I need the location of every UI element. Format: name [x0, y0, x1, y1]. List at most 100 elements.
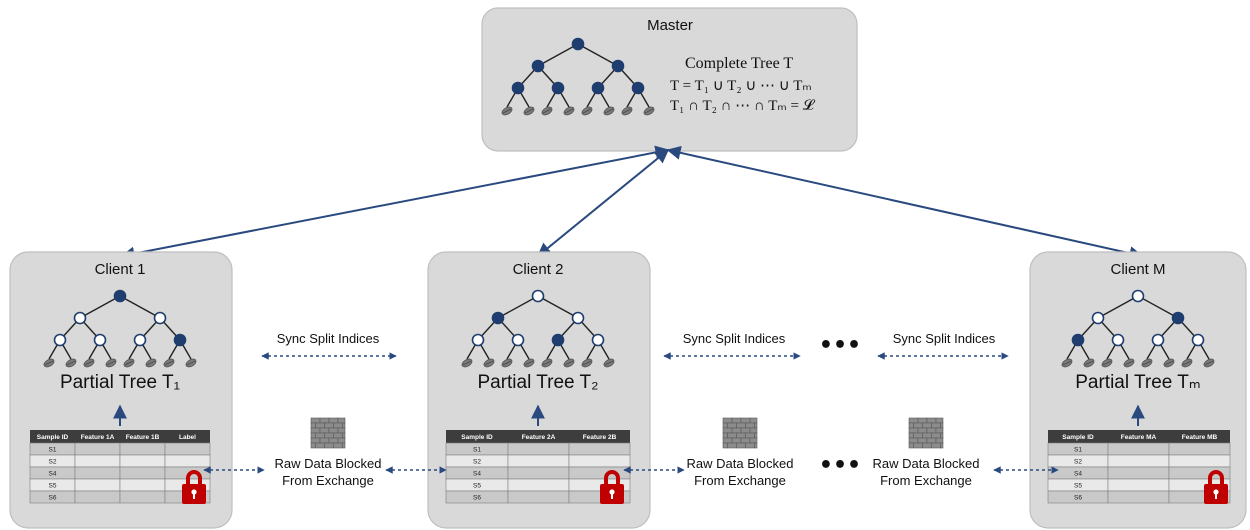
leaf-vein: [564, 108, 574, 114]
sync-link-dots-m: Sync Split Indices: [877, 331, 1009, 360]
split-node-other: [1111, 333, 1125, 347]
brick: [722, 417, 733, 424]
brick: [310, 422, 316, 429]
brick: [310, 417, 321, 424]
brick: [342, 422, 346, 429]
split-node-owned: [631, 81, 645, 95]
brick: [926, 427, 937, 434]
leaf-vein: [1182, 360, 1192, 366]
brick: [731, 427, 742, 434]
leaf-vein: [604, 360, 614, 366]
brick: [926, 417, 937, 424]
brick: [940, 422, 944, 429]
leaf-vein: [484, 360, 494, 366]
brick: [736, 422, 746, 429]
table-cell: [1107, 442, 1170, 456]
brick: [917, 427, 928, 434]
split-node-other: [1091, 311, 1105, 325]
table-header: [30, 430, 210, 443]
brick: [740, 427, 751, 434]
brick: [324, 442, 334, 449]
ellipsis: •••: [819, 333, 861, 358]
table-cell: [1107, 478, 1170, 492]
raw-data-blocked-label: From Exchange: [282, 473, 374, 488]
client-title: Client M: [1110, 261, 1165, 278]
table-cell: [507, 466, 570, 480]
brick: [917, 417, 928, 424]
raw-data-blocked-label: From Exchange: [880, 473, 972, 488]
brick: [722, 422, 728, 429]
sample-id-cell: S1: [49, 447, 57, 454]
split-node-owned: [1171, 311, 1185, 325]
brick: [731, 437, 742, 444]
brick: [722, 442, 728, 449]
brick: [913, 432, 923, 439]
table-cell: [507, 454, 570, 468]
split-node-owned: [551, 81, 565, 95]
split-node-other: [531, 289, 545, 303]
brick: [908, 427, 919, 434]
sample-id-cell: S2: [49, 459, 57, 466]
brick: [324, 432, 334, 439]
raw-data-blocked-label: Raw Data Blocked: [275, 456, 382, 471]
leaf-vein: [186, 360, 196, 366]
brick: [315, 442, 325, 449]
column-header: Feature MB: [1182, 434, 1218, 441]
leaf-vein: [1084, 360, 1094, 366]
sample-id-cell: S4: [49, 471, 57, 478]
leaf-vein: [524, 360, 534, 366]
sample-id-cell: S6: [49, 495, 57, 502]
leaf-vein: [564, 360, 574, 366]
table-cell: [507, 442, 570, 456]
split-node-owned: [531, 59, 545, 73]
tree-edge: [497, 295, 539, 319]
sync-link-2-dots: Sync Split Indices: [663, 331, 801, 360]
blocked-link-dots-m: Raw Data Blocked From Exchange: [873, 417, 1059, 488]
brick: [740, 437, 751, 444]
leaf-vein: [146, 360, 156, 366]
brick: [328, 427, 339, 434]
brick: [731, 417, 742, 424]
leaf-vein: [604, 108, 614, 114]
split-node-owned: [611, 59, 625, 73]
split-node-other: [73, 311, 87, 325]
leaf-vein: [1124, 360, 1134, 366]
tree-edge: [79, 295, 121, 319]
split-node-owned: [1071, 333, 1085, 347]
brick: [940, 442, 944, 449]
client-title: Client 2: [513, 261, 564, 278]
brick: [931, 432, 941, 439]
brick: [310, 432, 316, 439]
tree-edge: [1137, 295, 1179, 319]
brick: [333, 442, 343, 449]
tree-edge: [119, 295, 161, 319]
brick: [749, 417, 758, 424]
split-node-other: [511, 333, 525, 347]
sample-id-cell: S6: [473, 495, 481, 502]
brick: [908, 432, 914, 439]
brick: [310, 442, 316, 449]
master-title: Master: [647, 17, 693, 34]
brick: [935, 427, 944, 434]
brick: [917, 437, 928, 444]
brick: [727, 422, 737, 429]
split-node-owned: [551, 333, 565, 347]
table-cell: [1168, 442, 1231, 456]
brick: [935, 437, 944, 444]
brick: [736, 432, 746, 439]
split-node-owned: [113, 289, 127, 303]
link-master-client-m: [666, 145, 1144, 261]
column-header: Sample ID: [37, 434, 69, 441]
brick: [736, 442, 746, 449]
leaf-vein: [462, 360, 472, 366]
tree-edge: [1097, 295, 1139, 319]
column-header: Feature 2B: [583, 434, 617, 441]
brick: [315, 422, 325, 429]
split-node-other: [53, 333, 67, 347]
leaf-vein: [1204, 360, 1214, 366]
brick: [926, 437, 937, 444]
partial-tree-label: Partial Tree T₁: [60, 372, 180, 393]
